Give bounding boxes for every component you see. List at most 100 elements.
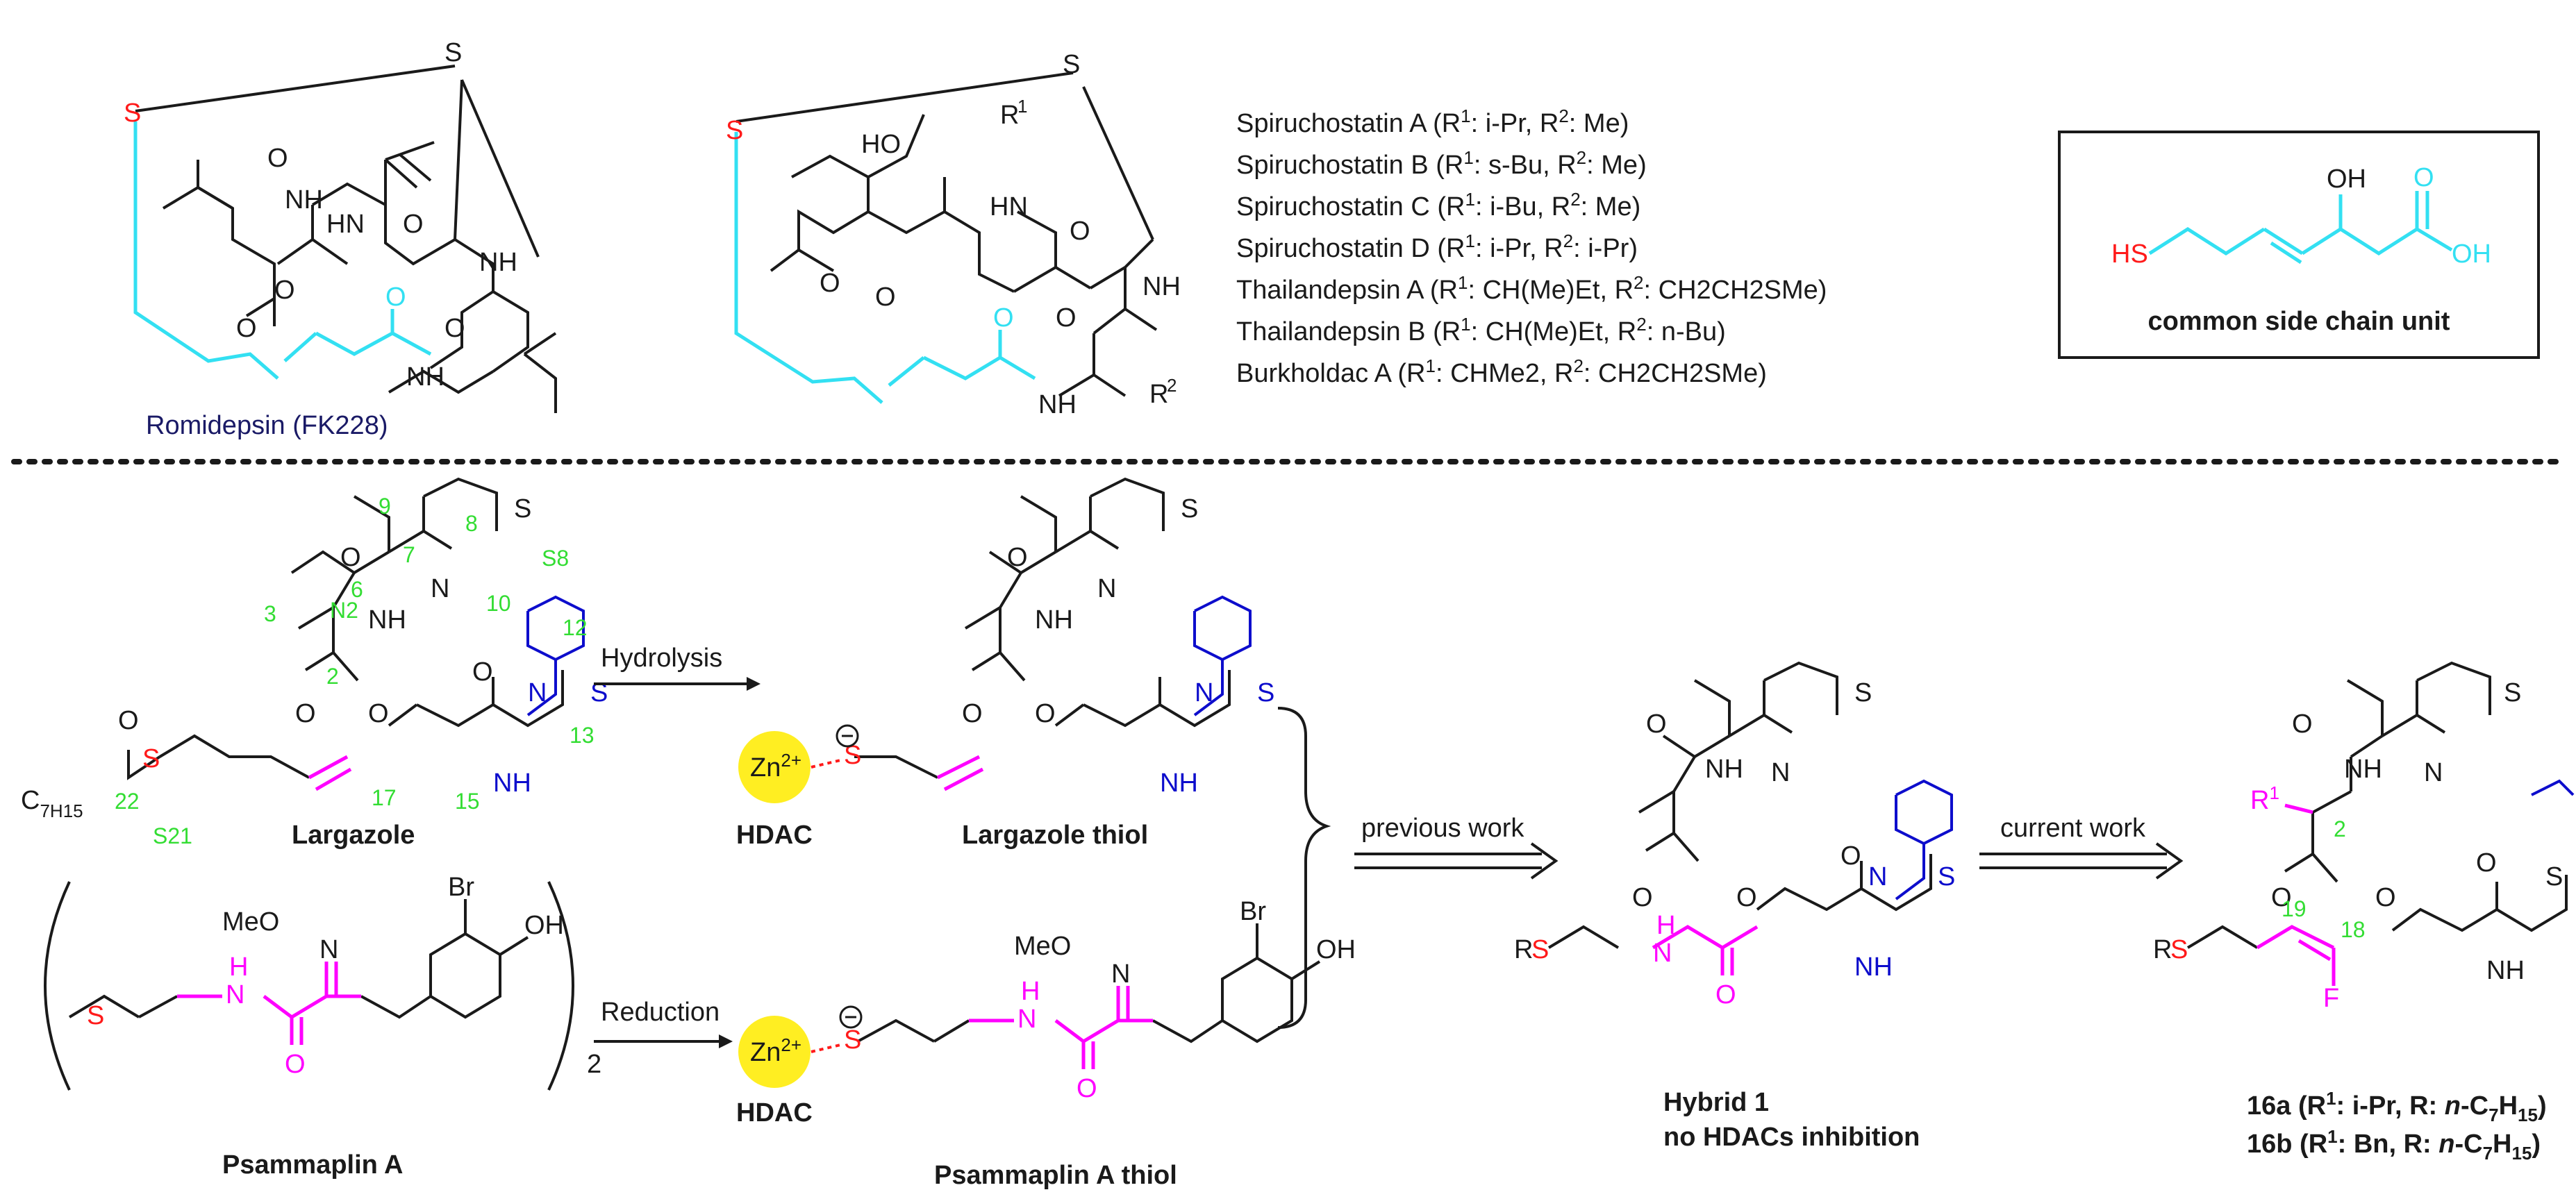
grouping-brace	[1277, 707, 1331, 1029]
thiol-s2: S	[1257, 678, 1274, 707]
hdac-label-2: HDAC	[736, 1098, 813, 1127]
compound-16b-label: 16b (R1: Bn, R: n-C7H15)	[2247, 1126, 2541, 1164]
psthiol-s: S	[844, 1025, 861, 1055]
list-item: Spiruchostatin B (R1: s-Bu, R2: Me)	[1236, 147, 1647, 180]
list-item: Spiruchostatin C (R1: i-Bu, R2: Me)	[1236, 189, 1640, 221]
c16-label-19: 19	[2282, 896, 2307, 921]
psammaplin-oh: OH	[524, 911, 564, 940]
list-item: Spiruchostatin A (R1: i-Pr, R2: Me)	[1236, 106, 1629, 138]
psammaplin-n2: N	[319, 935, 338, 964]
compound-16-structure: O NH N S O O O S NH R1 F R S 19 18 2	[2153, 661, 2575, 1013]
c16-n: N	[2424, 758, 2443, 787]
list-item: Spiruchostatin D (R1: i-Pr, R2: i-Pr)	[1236, 230, 1638, 263]
thiol-o1: O	[1007, 543, 1028, 572]
c16-s: S	[2504, 678, 2521, 707]
largazole-thiol-blue-thiazole	[1193, 595, 1252, 716]
spiruchostatin-nh2: NH	[1038, 390, 1077, 419]
spiruchostatin-cyan-chain	[734, 132, 1036, 404]
largazole-s21: S	[142, 744, 160, 773]
romidepsin-nh1: NH	[285, 185, 323, 215]
largazole-thiol-label: Largazole thiol	[962, 821, 1148, 850]
psthiol-n2: N	[1111, 959, 1130, 989]
romidepsin-hn1: HN	[326, 210, 365, 239]
hybrid-1-title: Hybrid 1	[1663, 1088, 1769, 1117]
thiol-nh2: NH	[1160, 769, 1198, 798]
c16-r1: R1	[2250, 782, 2279, 815]
hybrid-o1: O	[1646, 710, 1667, 739]
largazole-atoms: O NH N S O O O N S NH O S C7H15	[21, 494, 608, 821]
right-paren	[547, 881, 574, 1091]
hybrid-o4: O	[1840, 841, 1861, 871]
spiruchostatin-o4: O	[1056, 303, 1077, 333]
c16-label-18: 18	[2341, 917, 2366, 942]
spiruchostatin-r1-sup: 1	[1017, 96, 1027, 117]
hybrid-1-structure: O NH N S O O O N S NH H N O R S	[1514, 661, 1955, 1009]
hybrid-nh: NH	[1705, 755, 1743, 784]
largazole-thiol-structure	[854, 477, 1231, 779]
zinc-ion-1: Zn2+	[738, 724, 859, 803]
hdac-label-1: HDAC	[736, 821, 813, 850]
hybrid-1-note: no HDACs inhibition	[1663, 1123, 1920, 1152]
list-item: Thailandepsin B (R1: CH(Me)Et, R2: n-Bu)	[1236, 314, 1726, 346]
side-chain-oh-acid: OH	[2452, 240, 2491, 269]
largazole-magenta-alkene	[308, 755, 352, 791]
hybrid-s: S	[1854, 678, 1872, 707]
psammaplin-a-label: Psammaplin A	[222, 1150, 403, 1180]
psthiol-o: O	[1077, 1074, 1097, 1103]
largazole-structure	[127, 477, 564, 780]
c16-label-2: 2	[2334, 816, 2346, 841]
romidepsin-s-top: S	[444, 38, 462, 67]
spiruchostatin-o5: O	[993, 303, 1014, 333]
compound-16a-label: 16a (R1: i-Pr, R: n-C7H15)	[2247, 1088, 2547, 1125]
romidepsin-o2: O	[403, 210, 424, 239]
psammaplin-n: N	[226, 980, 244, 1009]
spiruchostatin-s-left: S	[726, 116, 743, 145]
c16-rs: S	[2170, 935, 2188, 964]
largazole-label: Largazole	[292, 821, 415, 850]
left-paren	[44, 881, 71, 1091]
largazole-o3: O	[368, 699, 389, 728]
romidepsin-o1: O	[267, 144, 288, 173]
largazole-o5: O	[118, 706, 139, 735]
romidepsin-nh2: NH	[479, 248, 517, 277]
label-9: 9	[379, 494, 391, 519]
reduction-arrow	[594, 1034, 733, 1048]
psthiol-meo: MeO	[1014, 932, 1071, 961]
psammaplin-o: O	[285, 1050, 306, 1079]
side-chain-oh: OH	[2327, 165, 2366, 194]
current-work-arrow	[1979, 842, 2184, 880]
label-22: 22	[115, 789, 140, 814]
spiruchostatin-r2: R	[1149, 380, 1168, 409]
hybrid-o2: O	[1632, 883, 1653, 912]
spiruchostatin-atoms: S S HO R 1 HN O O O NH O O NH R 2	[726, 50, 1181, 419]
largazole-thiol-magenta-alkene	[936, 755, 984, 791]
spiruchostatin-ho: HO	[861, 130, 901, 159]
psammaplin-h: H	[229, 953, 248, 982]
spiruchostatin-structure	[736, 72, 1158, 397]
psammaplin-a-structure: S H N O N MeO Br OH 2	[44, 873, 601, 1091]
romidepsin-structure	[135, 65, 557, 413]
current-work-label: current work	[2000, 814, 2146, 843]
romidepsin-o4: O	[274, 276, 295, 305]
c16-o1: O	[2292, 710, 2313, 739]
largazole-o2: O	[295, 699, 316, 728]
largazole-nh: NH	[368, 605, 406, 635]
hybrid-nh2: NH	[1854, 953, 1893, 982]
side-chain-box	[2058, 131, 2540, 359]
thiol-n: N	[1097, 574, 1116, 603]
hybrid-h: H	[1656, 911, 1675, 940]
psammaplin-thiol-label: Psammaplin A thiol	[934, 1161, 1177, 1190]
label-13: 13	[570, 723, 595, 748]
label-s8: S8	[542, 546, 569, 571]
romidepsin-o5: O	[385, 283, 406, 312]
largazole-n2: N	[528, 678, 547, 707]
label-s21: S21	[153, 823, 192, 848]
hybrid-n3: N	[1653, 939, 1672, 968]
label-12: 12	[563, 615, 588, 640]
spiruchostatin-o1: O	[1070, 217, 1090, 246]
c16-f: F	[2323, 984, 2339, 1013]
zinc-ion-2: Zn2+	[738, 1005, 863, 1088]
c16-nh2: NH	[2486, 956, 2525, 985]
label-7: 7	[403, 542, 415, 567]
